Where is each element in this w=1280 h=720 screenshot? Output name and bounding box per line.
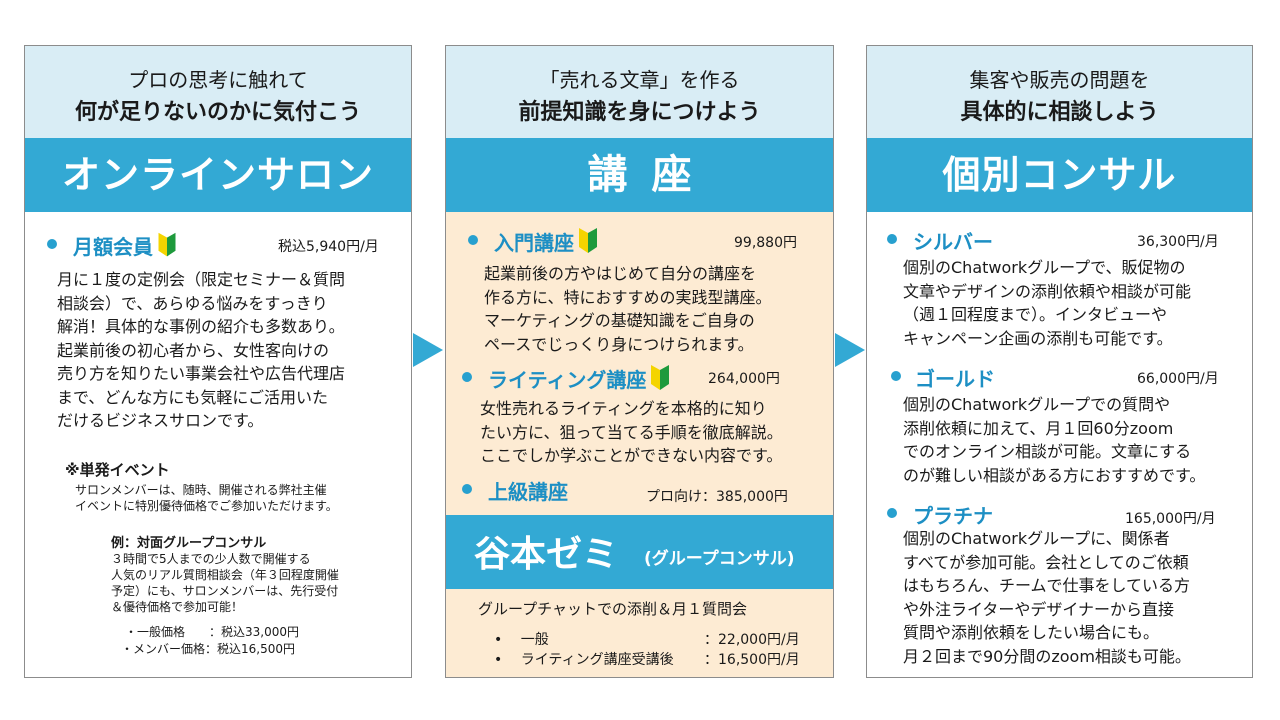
bullet-dot-icon xyxy=(887,234,897,244)
zemi-row-general-label: • 一般 xyxy=(494,632,549,648)
bullet-dot-icon xyxy=(47,239,57,249)
plan-description-gold: 個別のChatworkグループでの質問や 添削依頼に加えて、月１回60分zoom… xyxy=(903,395,1206,485)
header-line-1: 集客や販売の問題を xyxy=(969,68,1150,92)
course-price-writing: 264,000円 xyxy=(708,371,780,387)
zemi-row-writing-price: ：16,500円/月 xyxy=(704,652,800,668)
course-price-intro: 99,880円 xyxy=(734,235,797,251)
event-description: サロンメンバーは、随時、開催される弊社主催 イベントに特別優待価格でご参加いただ… xyxy=(75,483,338,513)
plan-title-silver: シルバー xyxy=(913,230,993,254)
panel-title-band: オンラインサロン xyxy=(25,138,411,212)
header-line-2: 前提知識を身につけよう xyxy=(518,100,761,125)
zemi-title: 谷本ゼミ xyxy=(474,534,619,575)
right-arrow-icon xyxy=(835,333,865,367)
bullet-dot-icon xyxy=(891,371,901,381)
plan-price: 税込5,940円/月 xyxy=(278,239,379,255)
header-line-2: 具体的に相談しよう xyxy=(960,100,1159,125)
course-description-intro: 起業前後の方やはじめて自分の講座を 作る方に、特におすすめの実践型講座。 マーケ… xyxy=(484,264,772,354)
bullet-dot-icon xyxy=(462,484,472,494)
panel-header: 「売れる文章」を作る 前提知識を身につけよう xyxy=(446,46,833,138)
course-title-text: 入門講座 xyxy=(494,231,574,255)
plan-title-platinum: プラチナ xyxy=(913,504,993,528)
plan-price-gold: 66,000円/月 xyxy=(1137,371,1219,387)
course-panel: 「売れる文章」を作る 前提知識を身につけよう 講座 入門講座 99,880円 起… xyxy=(445,45,834,678)
panel-title-band: 講座 xyxy=(446,138,833,212)
header-line-2: 何が足りないのかに気付こう xyxy=(74,100,361,125)
beginner-leaf-icon xyxy=(651,365,670,390)
plan-title-monthly: 月額会員 xyxy=(73,231,177,260)
plan-title-text: 月額会員 xyxy=(73,235,153,259)
course-description-writing: 女性売れるライティングを本格的に知り たい方に、狙って当てる手順を徹底解説。 こ… xyxy=(480,399,783,465)
right-arrow-icon xyxy=(413,333,443,367)
bullet-dot-icon xyxy=(887,508,897,518)
example-description: ３時間で5人までの少人数で開催する 人気のリアル質問相談会（年３回程度開催 予定… xyxy=(111,552,339,614)
course-price-advanced: プロ向け：385,000円 xyxy=(646,489,788,505)
individual-consulting-panel: 集客や販売の問題を 具体的に相談しよう 個別コンサル シルバー 36,300円/… xyxy=(866,45,1253,678)
plan-description: 月に１度の定例会（限定セミナー＆質問 相談会）で、あらゆる悩みをすっきり 解消！… xyxy=(57,270,346,430)
price-member: ・メンバー価格：税込16,500円 xyxy=(121,642,295,656)
panel-header: プロの思考に触れて 何が足りないのかに気付こう xyxy=(25,46,411,138)
zemi-row-general-price: ：22,000円/月 xyxy=(704,632,800,648)
beginner-leaf-icon xyxy=(157,232,177,258)
bullet-dot-icon xyxy=(462,372,472,382)
header-line-1: プロの思考に触れて xyxy=(128,68,308,92)
course-title-text: ライティング講座 xyxy=(488,368,647,392)
zemi-row-writing-label: • ライティング講座受講後 xyxy=(494,652,674,668)
zemi-description: グループチャットでの添削＆月１質問会 xyxy=(478,600,747,618)
event-title: ※単発イベント xyxy=(65,461,170,479)
example-title: 例：対面グループコンサル xyxy=(111,536,267,551)
zemi-band: 谷本ゼミ (グループコンサル) xyxy=(446,515,833,589)
course-title-advanced: 上級講座 xyxy=(488,480,568,504)
beginner-leaf-icon xyxy=(579,228,597,253)
bullet-dot-icon xyxy=(468,235,478,245)
online-salon-panel: プロの思考に触れて 何が足りないのかに気付こう オンラインサロン 月額会員 税込… xyxy=(24,45,412,678)
course-title-intro: 入門講座 xyxy=(494,227,598,256)
zemi-subtitle: (グループコンサル) xyxy=(644,549,795,569)
panel-header: 集客や販売の問題を 具体的に相談しよう xyxy=(867,46,1252,138)
plan-price-platinum: 165,000円/月 xyxy=(1125,511,1216,527)
plan-description-silver: 個別のChatworkグループで、販促物の 文章やデザインの添削依頼や相談が可能… xyxy=(903,258,1192,348)
header-line-1: 「売れる文章」を作る xyxy=(539,68,740,92)
plan-title-gold: ゴールド xyxy=(915,367,995,391)
course-title-writing: ライティング講座 xyxy=(488,364,670,393)
plan-description-platinum: 個別のChatworkグループに、関係者 すべてが参加可能。会社としてのご依頼 … xyxy=(903,529,1191,666)
plan-price-silver: 36,300円/月 xyxy=(1137,234,1219,250)
panel-title-band: 個別コンサル xyxy=(867,138,1252,212)
price-general: ・一般価格 ：税込33,000円 xyxy=(125,625,299,639)
